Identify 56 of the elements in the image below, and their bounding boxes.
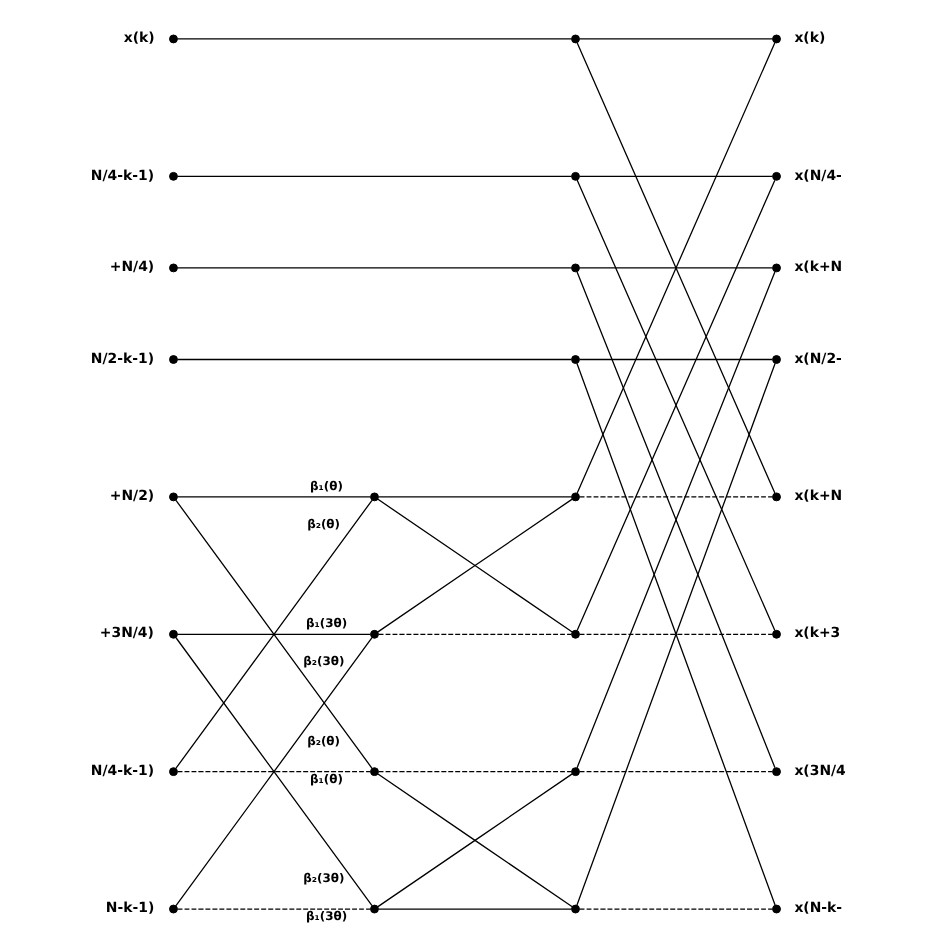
node-circle (771, 263, 780, 273)
node-circle (168, 171, 177, 181)
node-circle (168, 263, 177, 273)
connector (578, 38, 772, 40)
node-circle (369, 629, 378, 639)
node-circle (570, 904, 579, 914)
connector (578, 175, 772, 177)
node-circle (570, 355, 579, 364)
connector (578, 908, 772, 910)
node-circle (168, 904, 177, 914)
connector (578, 358, 772, 361)
node-circle (369, 904, 378, 914)
connector (575, 42, 775, 494)
connector (174, 499, 372, 769)
node-circle (168, 629, 177, 639)
connector (377, 908, 571, 910)
connector (376, 498, 572, 633)
node-circle (369, 767, 378, 777)
connector (578, 496, 772, 498)
node-circle (570, 492, 579, 502)
node-circle (771, 904, 780, 914)
node-circle (771, 171, 780, 181)
node-circle (570, 263, 579, 273)
node-circle (771, 355, 780, 364)
connector (176, 633, 370, 635)
node-circle (771, 34, 780, 44)
connector (575, 362, 775, 906)
connector (578, 633, 772, 635)
node-circle (369, 492, 378, 502)
connector (575, 179, 775, 632)
node-circle (168, 492, 177, 502)
connector (175, 175, 572, 177)
node-circle (771, 629, 780, 639)
connector (176, 496, 370, 498)
node-circle (771, 492, 780, 502)
connector (578, 267, 772, 269)
connector (377, 496, 571, 498)
connector (176, 771, 370, 773)
node-circle (570, 629, 579, 639)
connector (175, 267, 572, 269)
node-circle (570, 767, 579, 777)
node-circle (570, 34, 579, 44)
connector (578, 771, 772, 773)
connector (175, 358, 572, 361)
connector (575, 271, 775, 769)
connector (377, 633, 571, 635)
connector (377, 771, 571, 773)
node-circle (168, 355, 177, 364)
node-circle (168, 34, 177, 44)
connector (376, 773, 572, 908)
connector (176, 908, 370, 910)
connector (175, 38, 572, 40)
connector (174, 637, 372, 907)
node-circle (570, 171, 579, 181)
node-circle (771, 767, 780, 777)
node-circle (168, 767, 177, 777)
